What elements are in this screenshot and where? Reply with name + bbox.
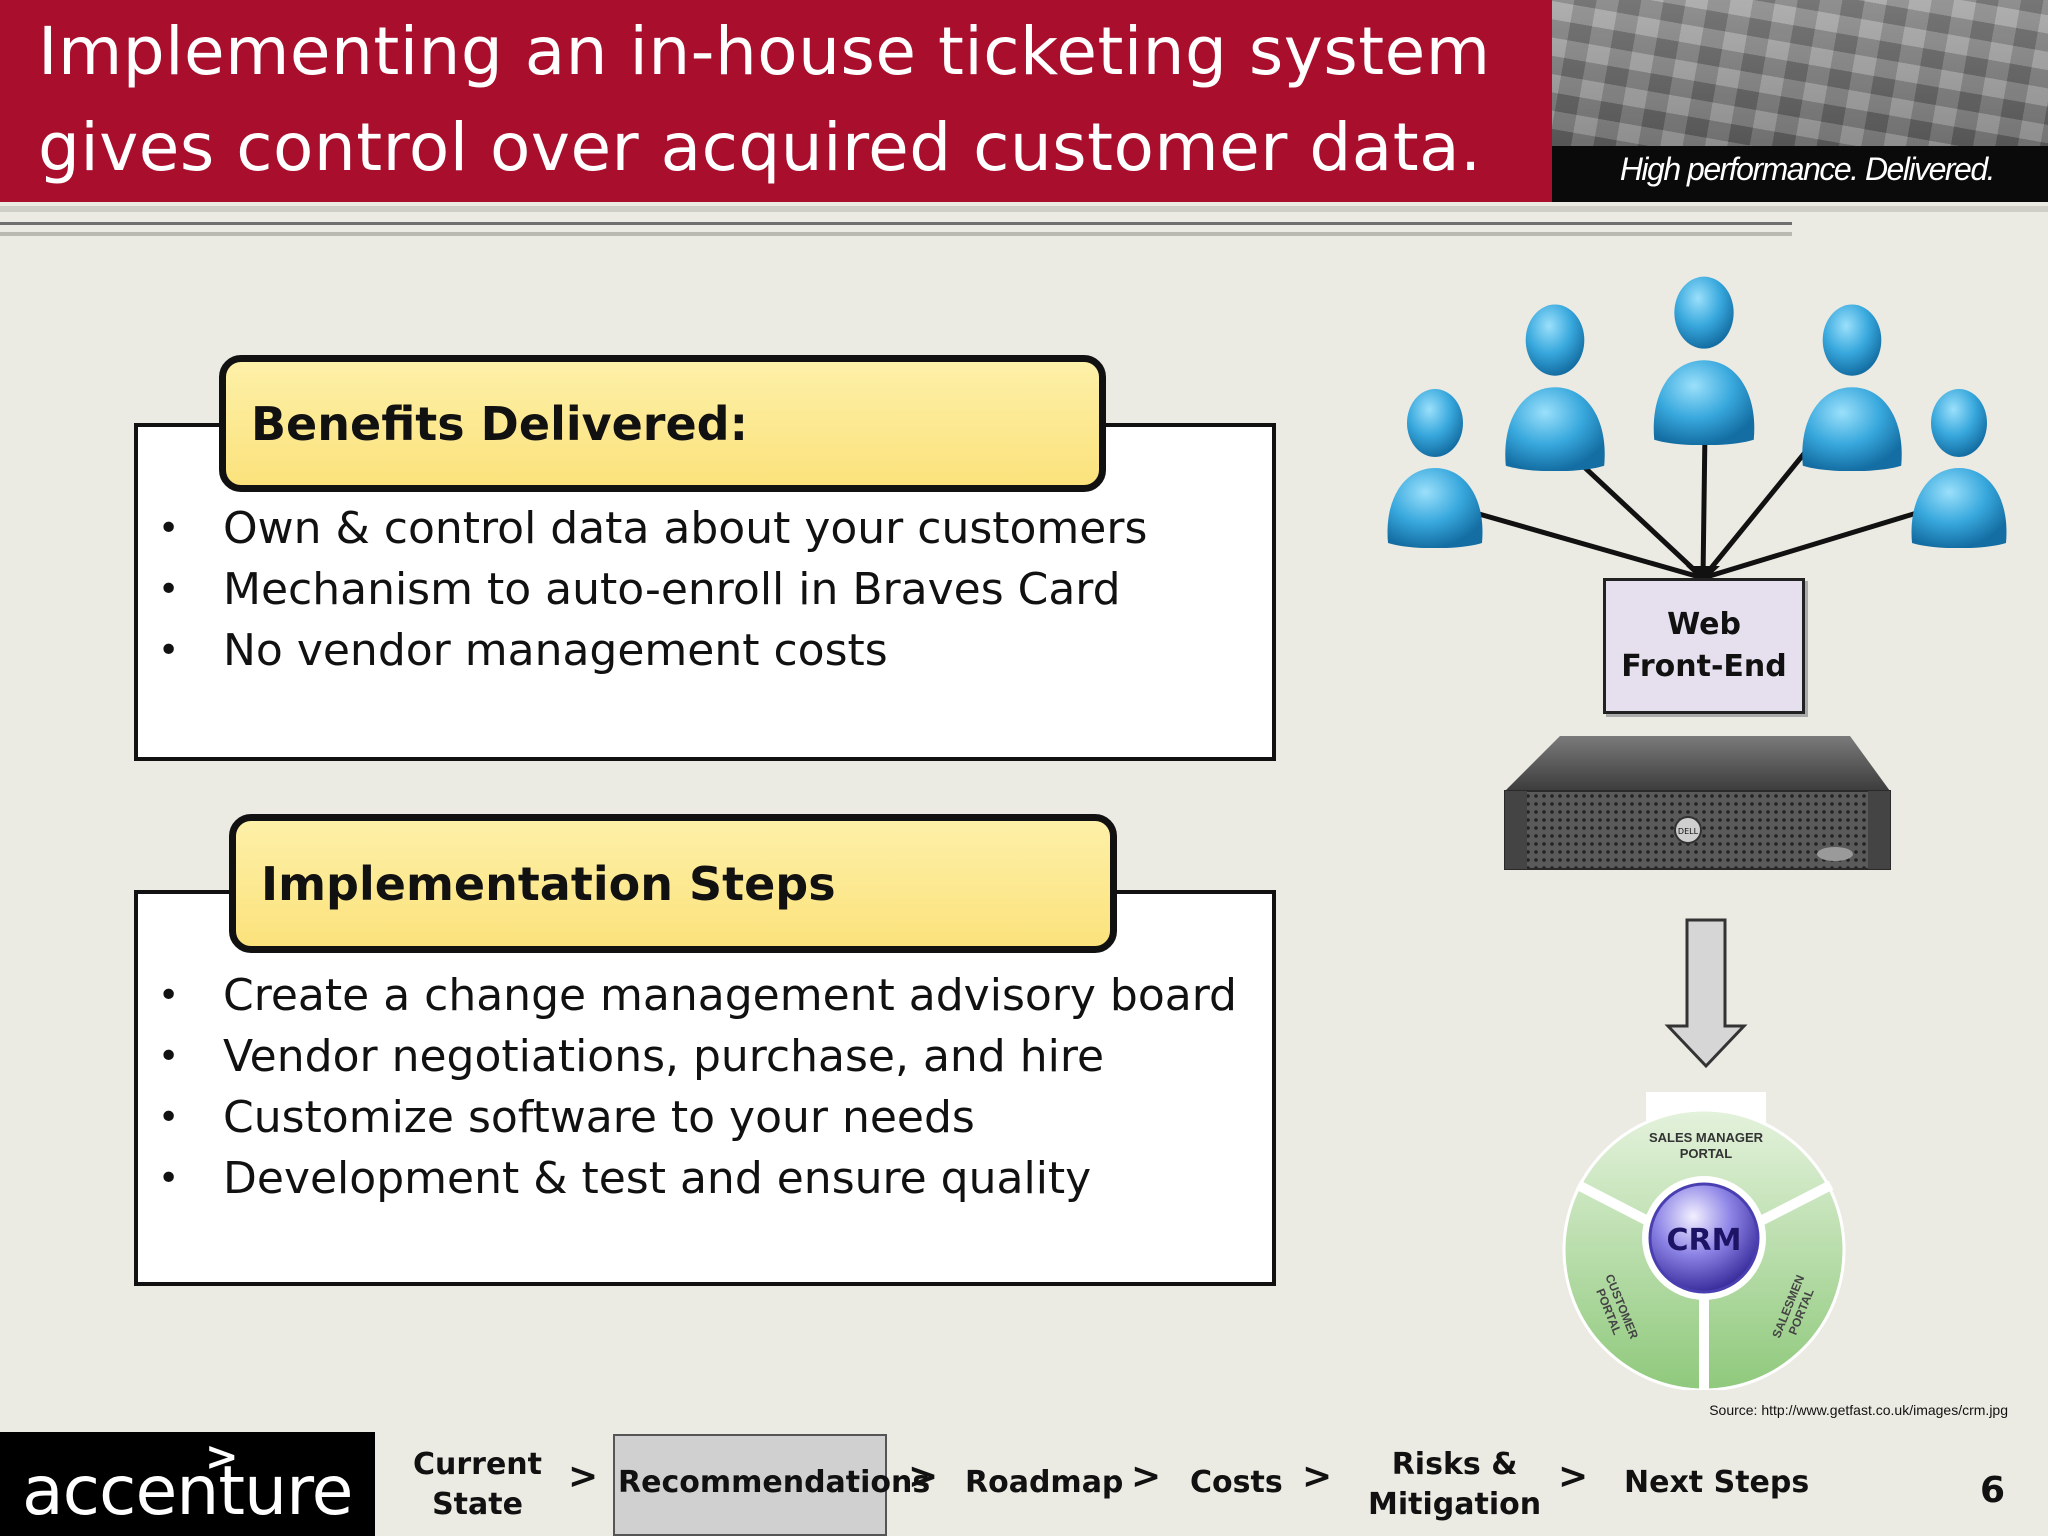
- logo-greater-than-mark: >: [205, 1434, 239, 1480]
- arrowhead: [1686, 566, 1720, 582]
- crm-wheel-diagram: CRM SALES MANAGER PORTAL CUSTOMER PORTAL…: [1562, 1092, 1846, 1390]
- logo-wordmark: accenture: [22, 1452, 353, 1531]
- title-banner: [0, 0, 1552, 202]
- sales-manager-portal-label-2: PORTAL: [1680, 1146, 1733, 1161]
- benefit-item: Mechanism to auto-enroll in Braves Card: [158, 559, 1147, 620]
- steps-heading-box: Implementation Steps: [229, 814, 1117, 953]
- image-source-citation: Source: http://www.getfast.co.uk/images/…: [1709, 1402, 2008, 1418]
- nav-next-steps[interactable]: Next Steps: [1624, 1465, 1810, 1500]
- web-front-end-label-1: Web: [1667, 607, 1741, 642]
- step-item: Vendor negotiations, purchase, and hire: [158, 1026, 1237, 1087]
- connector-line: [1471, 509, 1704, 581]
- step-item: Development & test and ensure quality: [158, 1148, 1237, 1209]
- header-divider: [0, 206, 2048, 212]
- server-brand: DELL: [1678, 827, 1699, 836]
- step-item: Customize software to your needs: [158, 1087, 1237, 1148]
- web-front-end-label-2: Front-End: [1621, 649, 1787, 684]
- down-arrow-icon: [1664, 918, 1748, 1069]
- user-icon: [1911, 389, 2007, 548]
- user-icon: [1387, 389, 1483, 548]
- connector-line: [1564, 448, 1705, 580]
- nav-separator: >: [568, 1456, 599, 1497]
- user-icon: [1505, 304, 1605, 471]
- tagline: High performance. Delivered.: [1619, 151, 1996, 187]
- header-divider-light: [0, 232, 1792, 236]
- slide-title: Implementing an in-house ticketing syste…: [38, 4, 1538, 196]
- connector-line: [1700, 429, 1708, 579]
- nav-current-state-line-2: State: [432, 1487, 523, 1522]
- nav-risks-line-2: Mitigation: [1368, 1487, 1542, 1522]
- page-number: 6: [1980, 1470, 2006, 1511]
- crm-center-label: CRM: [1667, 1223, 1742, 1258]
- benefits-list: Own & control data about your customers …: [158, 498, 1147, 681]
- header-divider-dark: [0, 222, 1792, 225]
- user-icon: [1802, 304, 1902, 471]
- nav-separator: >: [1302, 1456, 1333, 1497]
- accenture-logo: [0, 1432, 375, 1536]
- benefits-heading: Benefits Delivered:: [251, 396, 748, 451]
- nav-active-highlight: [613, 1434, 887, 1536]
- benefit-item: No vendor management costs: [158, 620, 1147, 681]
- user-icon: [1653, 276, 1755, 445]
- server-icon: DELL: [1504, 736, 1891, 870]
- nav-separator: >: [908, 1456, 939, 1497]
- nav-separator: >: [1558, 1456, 1589, 1497]
- tagline-strip: [1552, 146, 2048, 202]
- nav-recommendations[interactable]: Recommendations: [618, 1465, 931, 1500]
- slide-title-line-2: gives control over acquired customer dat…: [38, 109, 1482, 186]
- benefit-item: Own & control data about your customers: [158, 498, 1147, 559]
- connector-line: [1701, 448, 1809, 580]
- nav-current-state[interactable]: Current State: [413, 1445, 542, 1525]
- nav-roadmap[interactable]: Roadmap: [965, 1465, 1124, 1500]
- steps-list: Create a change management advisory boar…: [158, 965, 1237, 1209]
- nav-risks-mitigation[interactable]: Risks & Mitigation: [1368, 1445, 1541, 1525]
- connector-line: [1702, 509, 1921, 581]
- nav-current-state-line-1: Current: [413, 1447, 543, 1482]
- nav-separator: >: [1131, 1456, 1162, 1497]
- benefits-heading-box: Benefits Delivered:: [219, 355, 1106, 492]
- steps-heading: Implementation Steps: [261, 856, 836, 911]
- step-item: Create a change management advisory boar…: [158, 965, 1237, 1026]
- nav-costs[interactable]: Costs: [1190, 1465, 1283, 1500]
- web-front-end-box: Web Front-End: [1603, 578, 1805, 714]
- nav-risks-line-1: Risks &: [1391, 1447, 1518, 1482]
- sales-manager-portal-label-1: SALES MANAGER: [1649, 1130, 1764, 1145]
- slide-title-line-1: Implementing an in-house ticketing syste…: [38, 13, 1491, 90]
